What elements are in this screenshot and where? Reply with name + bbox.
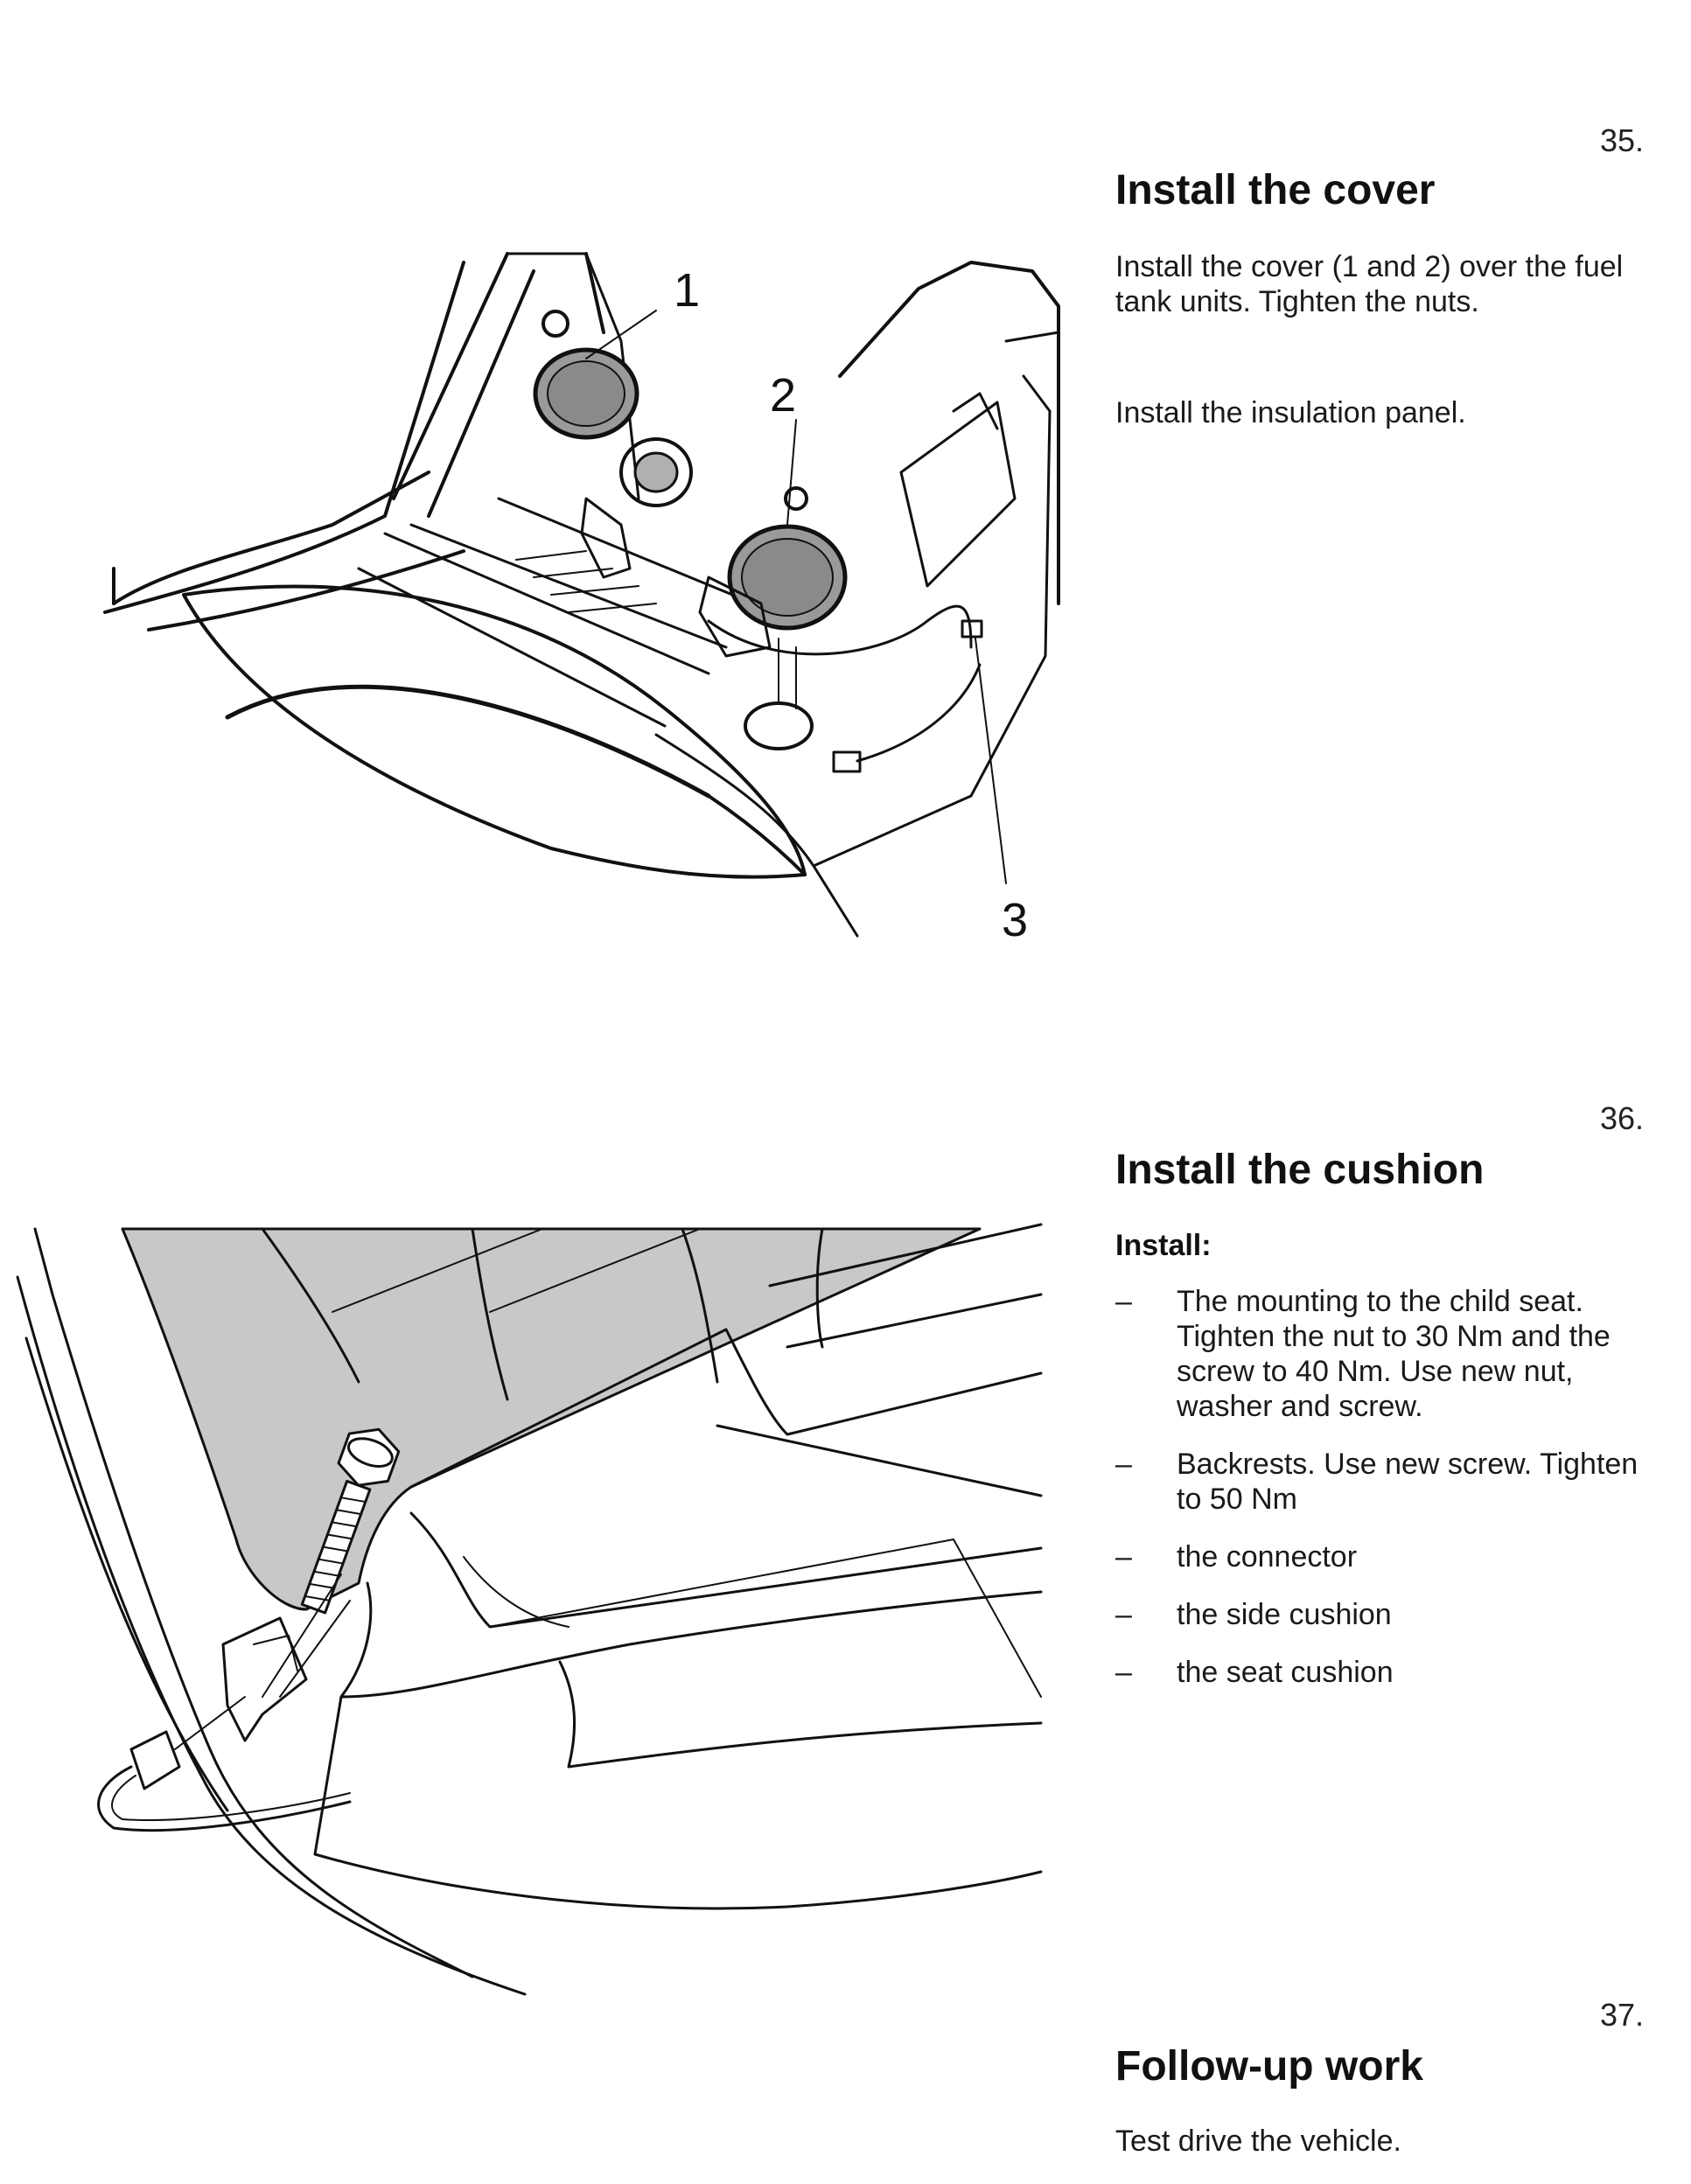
instruction-test-drive: Test drive the vehicle. (1115, 2125, 1401, 2158)
step-title-install-cushion: Install the cushion (1115, 1147, 1485, 1193)
step-title-follow-up-work: Follow-up work (1115, 2043, 1423, 2090)
install-items-list: –The mounting to the child seat. Tighten… (1115, 1284, 1658, 1713)
list-item: –the side cushion (1115, 1598, 1392, 1631)
step-title-install-cover: Install the cover (1115, 167, 1436, 213)
instruction-install-cover: Install the cover (1 and 2) over the fue… (1115, 250, 1624, 318)
callout-1: 1 (674, 264, 700, 317)
step-number-36: 36. (1599, 1100, 1644, 1136)
dash-bullet: – (1115, 1540, 1132, 1573)
dash-bullet: – (1115, 1448, 1132, 1481)
dash-bullet: – (1115, 1656, 1132, 1689)
list-item: –the seat cushion (1115, 1656, 1394, 1689)
callout-2: 2 (770, 369, 796, 422)
step-number-35: 35. (1599, 122, 1644, 158)
step-number-37: 37. (1599, 1997, 1644, 2033)
dash-bullet: – (1115, 1285, 1132, 1318)
seat-cushion-illustration (0, 1207, 1050, 2020)
list-item: –The mounting to the child seat. Tighten… (1115, 1285, 1611, 1423)
callout-3: 3 (1002, 894, 1028, 946)
dash-bullet: – (1115, 1598, 1132, 1631)
instruction-insulation-panel: Install the insulation panel. (1115, 396, 1466, 429)
list-item: –the connector (1115, 1540, 1358, 1573)
fuel-tank-cover-illustration: 1 2 3 (96, 236, 1067, 988)
list-item: –Backrests. Use new screw. Tighten to 50… (1115, 1448, 1639, 1516)
install-sublabel: Install: (1115, 1229, 1212, 1262)
